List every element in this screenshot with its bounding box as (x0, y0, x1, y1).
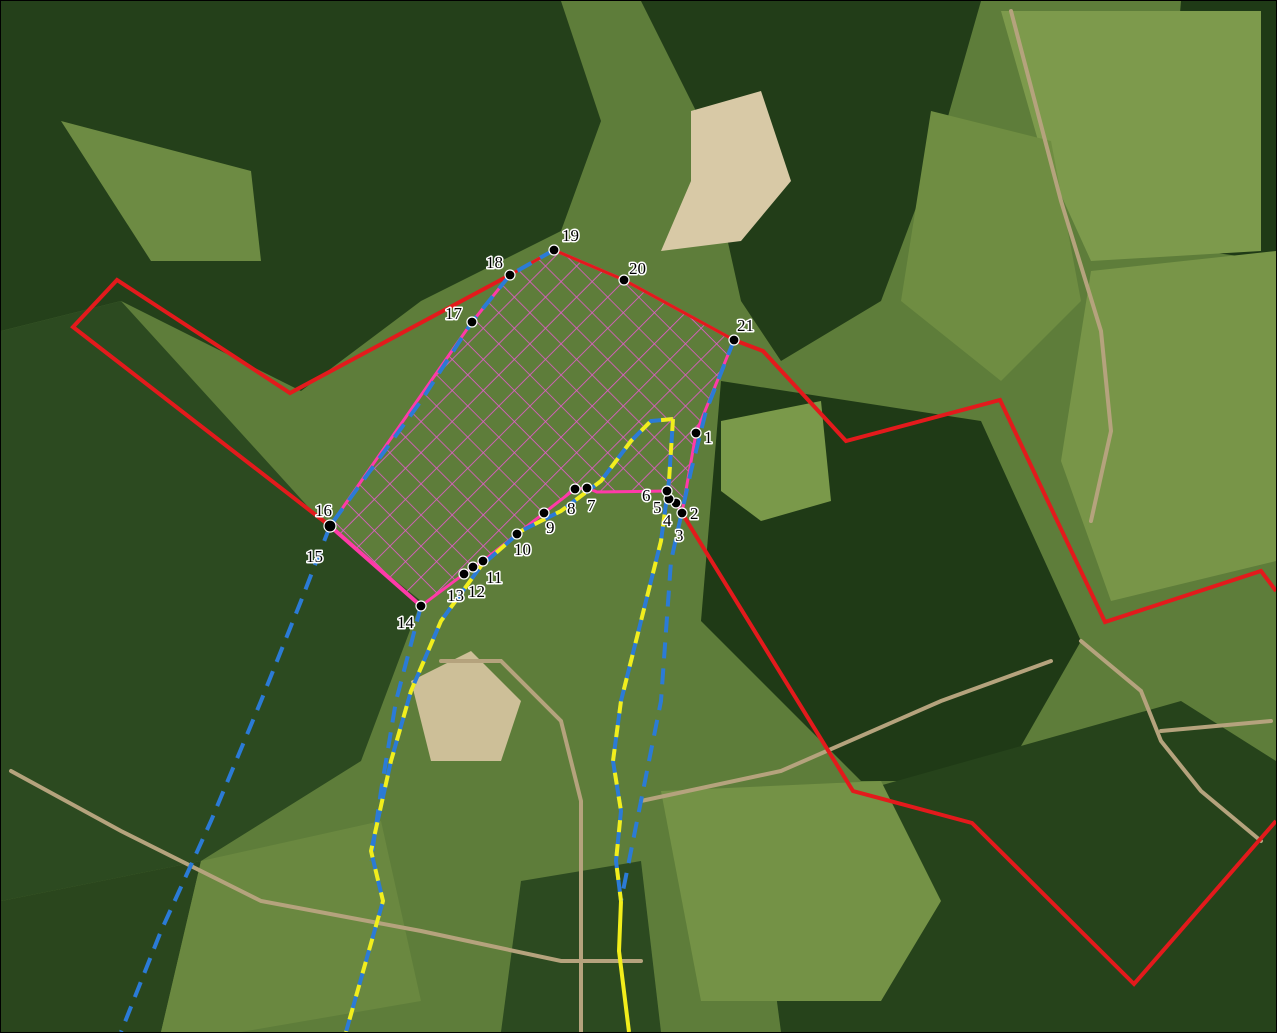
label-15: 15 (306, 547, 323, 566)
label-18: 18 (486, 253, 503, 272)
point-18 (504, 269, 516, 281)
label-7: 7 (587, 496, 596, 515)
point-9 (538, 507, 550, 519)
label-6: 6 (642, 486, 651, 505)
point-2 (676, 507, 688, 519)
point-5 (661, 485, 673, 497)
yellow-solid-line (616, 900, 631, 1032)
label-12: 12 (468, 582, 485, 601)
label-21: 21 (737, 316, 754, 335)
point-1 (690, 427, 702, 439)
point-14 (415, 600, 427, 612)
point-16 (323, 519, 337, 533)
red-boundary-south (680, 511, 1276, 987)
point-20 (618, 274, 630, 286)
label-11: 11 (486, 568, 502, 587)
point-8 (569, 483, 581, 495)
point-19 (548, 244, 560, 256)
label-3: 3 (675, 526, 684, 545)
label-5: 5 (653, 498, 662, 517)
label-9: 9 (546, 518, 555, 537)
blue-dash-south (369, 605, 423, 862)
boundary-lines (70, 273, 1276, 987)
survey-points (323, 244, 740, 612)
label-1: 1 (704, 428, 713, 447)
point-17 (466, 316, 478, 328)
point-10 (511, 528, 523, 540)
label-8: 8 (567, 499, 576, 518)
red-boundary-west (70, 273, 511, 528)
label-19: 19 (562, 226, 579, 245)
point-13 (458, 568, 470, 580)
blue-dash-west (119, 525, 332, 1032)
label-20: 20 (629, 259, 646, 278)
label-17: 17 (445, 304, 463, 323)
point-12 (467, 561, 479, 573)
label-13: 13 (447, 586, 464, 605)
blue-dash-parcel (619, 339, 736, 902)
point-11 (477, 555, 489, 567)
label-2: 2 (690, 504, 699, 523)
label-16: 16 (315, 501, 332, 520)
point-labels: 1 2 3 4 5 6 7 8 9 10 11 12 13 14 15 16 1… (305, 225, 756, 634)
label-10: 10 (514, 540, 531, 559)
parcel-fill (330, 250, 734, 606)
point-21 (728, 334, 740, 346)
red-boundary-east (733, 338, 1276, 625)
label-14: 14 (397, 613, 415, 632)
point-7 (581, 482, 593, 494)
label-4: 4 (663, 511, 672, 530)
